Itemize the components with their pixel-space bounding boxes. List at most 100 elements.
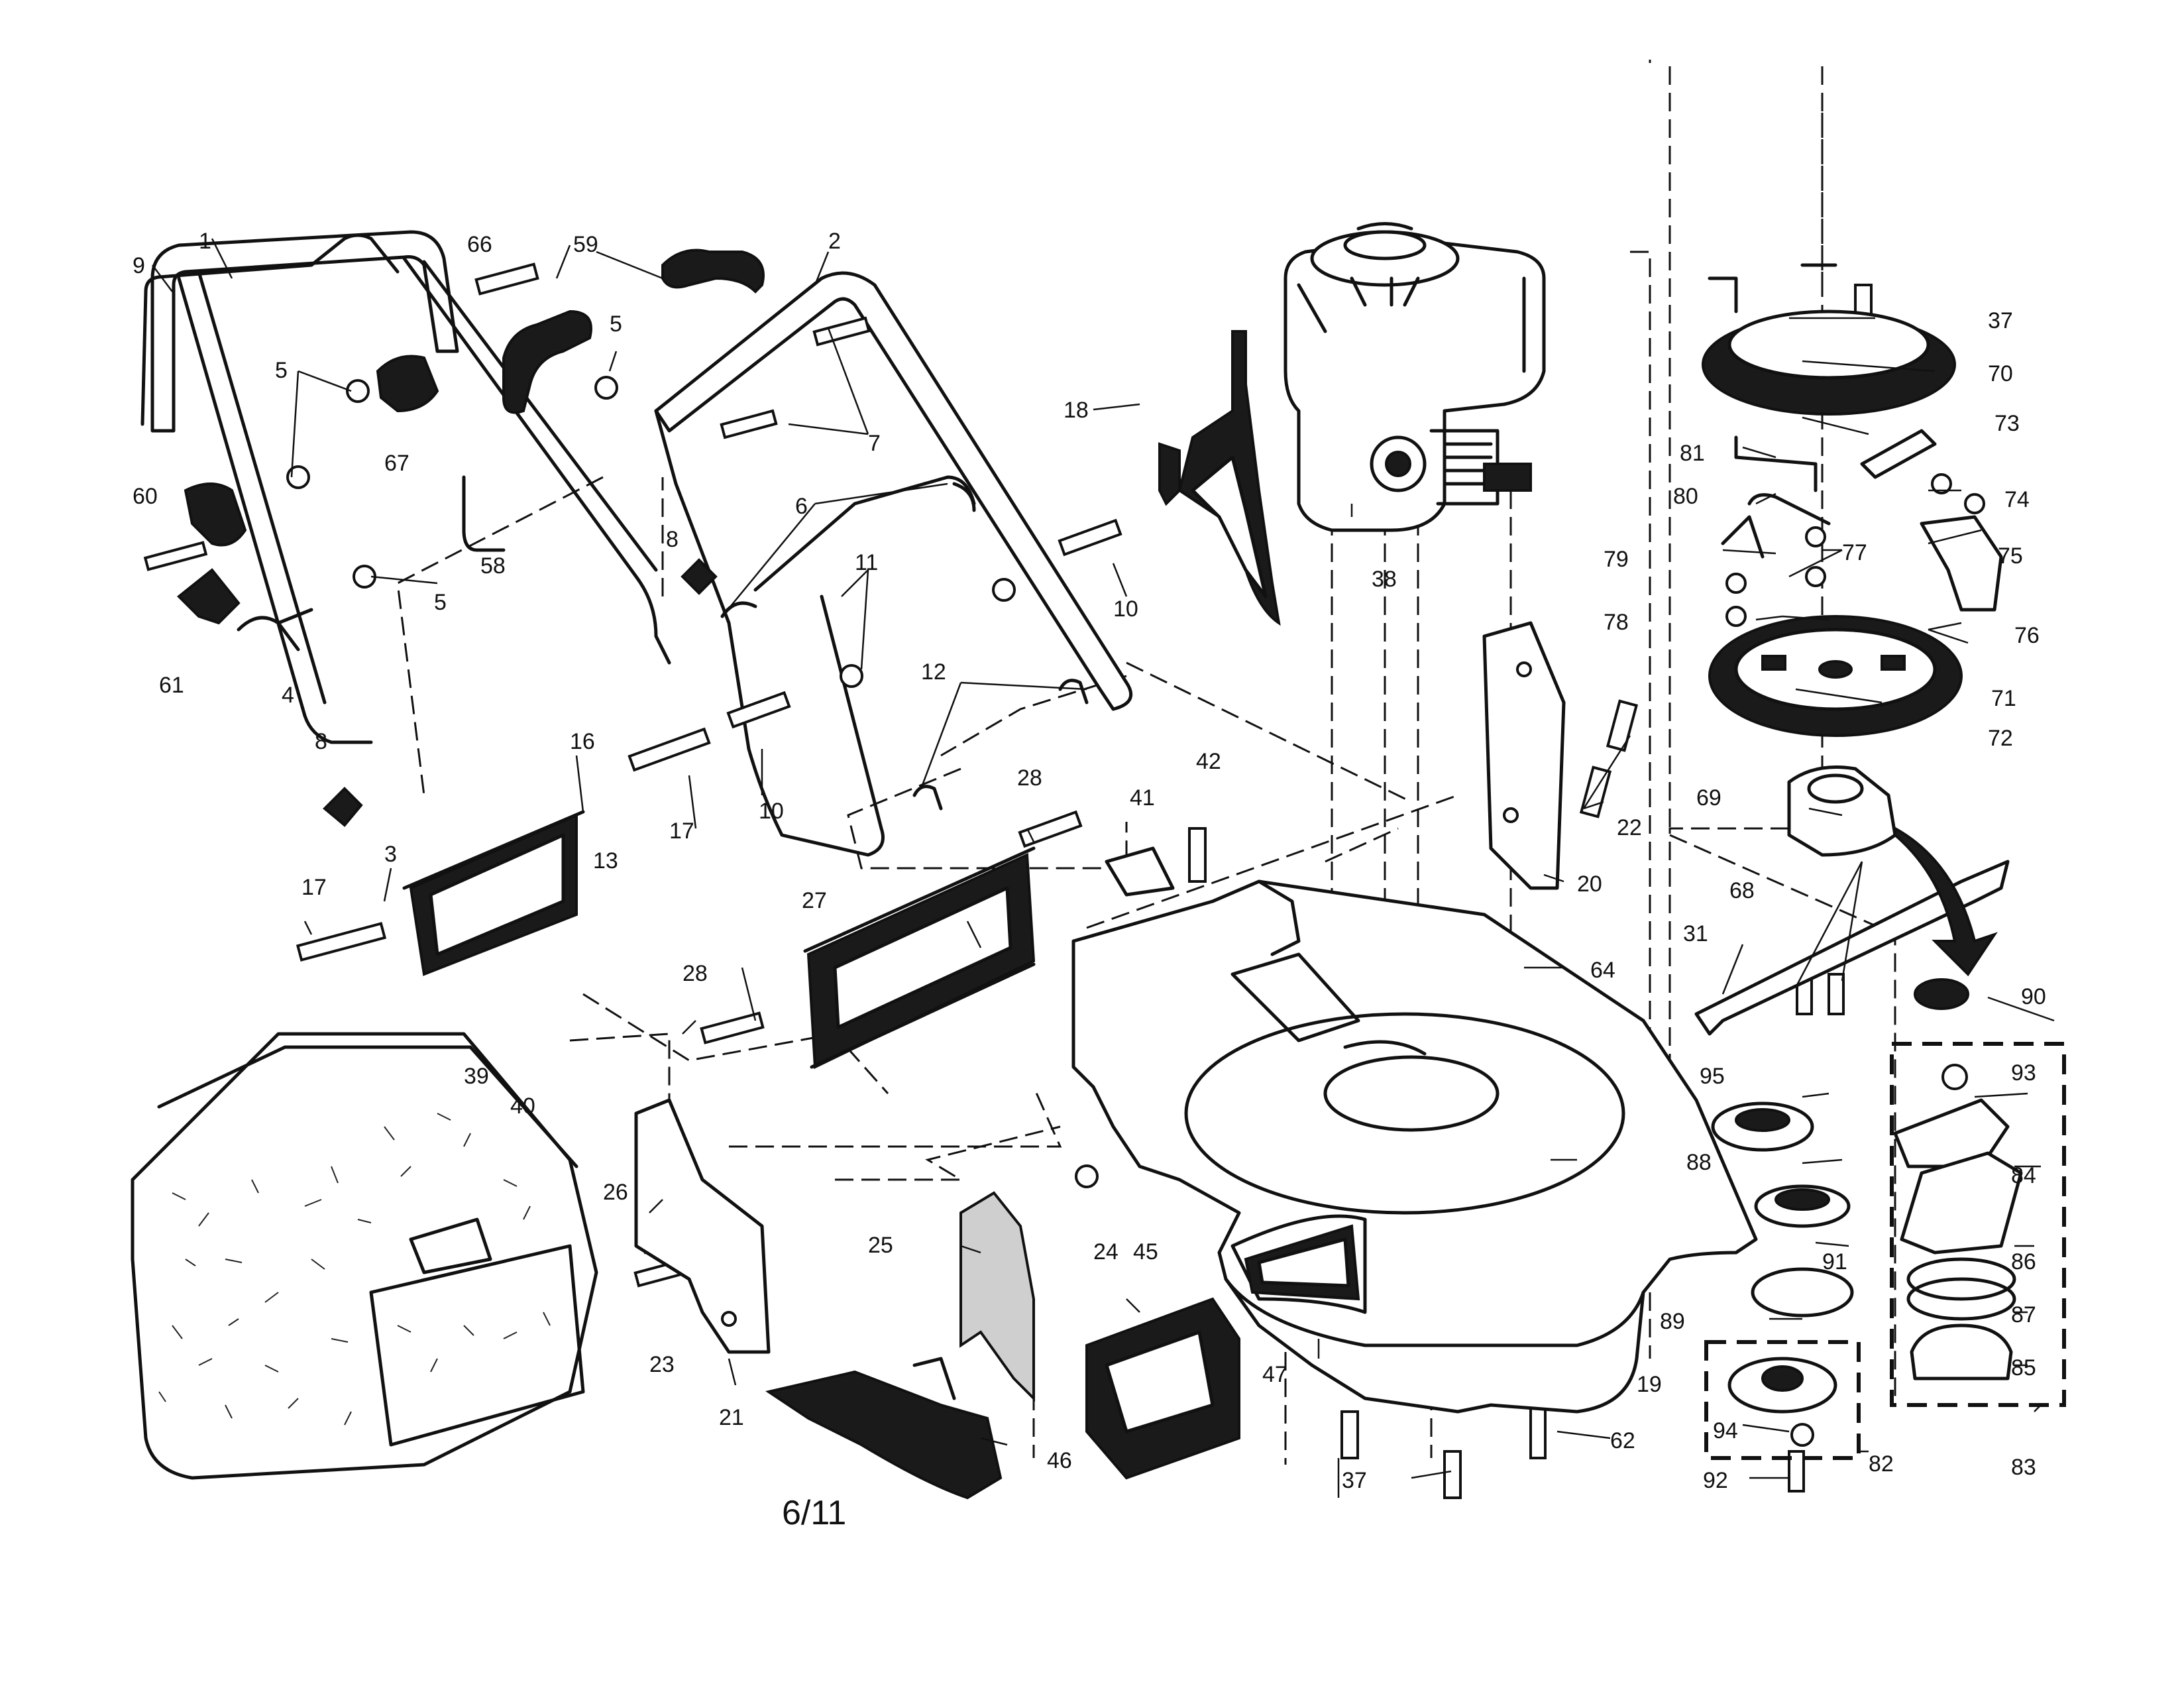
callout-61: 61 [159,673,184,698]
callout-8a: 8 [666,527,679,552]
callout-68: 68 [1729,878,1755,903]
callout-3: 3 [384,842,397,867]
callout-79: 79 [1604,547,1629,572]
callout-10a: 10 [1113,596,1138,622]
callout-31: 31 [1683,921,1708,946]
callout-26: 26 [603,1180,628,1205]
page-number: 6/11 [782,1494,846,1532]
callout-71: 71 [1991,686,2016,711]
callout-41: 41 [1130,785,1155,811]
callout-2: 2 [828,229,841,254]
callout-88: 88 [1686,1150,1712,1175]
callout-66: 66 [467,232,492,257]
callout-9: 9 [133,253,145,278]
leader-lines [152,238,2055,1498]
mower-deck-19 [1071,879,1758,1414]
callout-62: 62 [1610,1428,1635,1453]
callout-92: 92 [1703,1468,1728,1493]
callout-83: 83 [2011,1455,2036,1480]
callout-11: 11 [855,550,878,575]
rear-door-27 [803,846,1036,1070]
height-bracket-21 [634,1098,771,1354]
callout-17b: 17 [301,875,327,900]
assembly-dash-lines [396,60,1896,1465]
drive-cover-70 [1702,263,1956,416]
callout-59: 59 [573,232,598,257]
callout-37a: 37 [1988,308,2013,333]
callout-7: 7 [868,431,881,456]
height-adjusters [177,355,718,827]
discharge-chute-45 [1085,1297,1240,1480]
callout-20: 20 [1577,872,1602,897]
rotation-arrow [1894,826,1998,977]
callout-18: 18 [1064,398,1089,423]
callout-1: 1 [199,229,211,254]
rear-deflector-16 [402,810,585,976]
callout-8b: 8 [315,729,327,754]
callout-80: 80 [1673,484,1698,509]
callout-37b: 37 [1342,1468,1367,1493]
callout-90: 90 [2021,984,2046,1009]
callout-77: 77 [1842,540,1867,565]
blade-adapter-69 [1787,765,1897,857]
handle-bail-9 [140,233,400,426]
hardware-parts [143,262,1985,1499]
callout-16: 16 [570,729,595,754]
callout-6: 6 [795,494,808,519]
callout-24: 24 [1093,1239,1119,1265]
drive-kit-83 [1890,1042,2066,1407]
callout-5a: 5 [275,358,288,383]
callout-39: 39 [464,1064,489,1089]
upper-handle-1 [150,230,671,744]
callout-64: 64 [1590,958,1615,983]
brake-components [1721,429,2003,612]
callout-74: 74 [2004,487,2030,512]
callout-91: 91 [1822,1249,1847,1274]
blade-31 [1694,860,2010,1036]
callout-45: 45 [1133,1239,1158,1265]
callout-87: 87 [2011,1302,2036,1327]
callout-58: 58 [480,553,506,579]
engine-38 [1283,222,1546,532]
mulch-plate-46 [765,1357,1003,1500]
callout-28a: 28 [1017,765,1042,791]
deflector-18 [1158,330,1281,626]
deflector-25 [959,1191,1035,1402]
callout-84: 84 [2011,1163,2036,1188]
lower-handle-2 [654,271,1133,857]
callout-23: 23 [649,1352,675,1377]
callout-46: 46 [1047,1448,1072,1473]
callout-47: 47 [1262,1362,1287,1387]
callout-95: 95 [1700,1064,1725,1089]
vent-cover-41 [1105,846,1175,897]
callout-4: 4 [282,683,294,708]
callout-89: 89 [1660,1309,1685,1334]
callout-22: 22 [1617,815,1642,840]
callout-67: 67 [384,451,410,476]
callout-13: 13 [593,848,618,873]
callout-5b: 5 [610,311,622,337]
callout-86: 86 [2011,1249,2036,1274]
callout-labels: 1 2 3 4 5 5 5 6 7 8 8 9 10 10 11 12 13 1… [133,229,2046,1493]
callout-70: 70 [1988,361,2013,386]
callout-21: 21 [719,1405,744,1430]
callout-81: 81 [1680,441,1705,466]
grass-bag-39-40 [131,1032,598,1480]
gear-housings [1711,978,1969,1318]
callout-19: 19 [1637,1372,1662,1397]
callout-38: 38 [1372,567,1397,592]
callout-25: 25 [868,1233,893,1258]
callout-78: 78 [1604,610,1629,635]
callout-72: 72 [1988,726,2013,751]
callout-10b: 10 [759,799,784,824]
callout-85: 85 [2011,1355,2036,1380]
callout-94: 94 [1713,1418,1738,1443]
handle-grip-59 [502,249,765,414]
callout-17a: 17 [669,818,694,844]
callout-60: 60 [133,484,158,509]
callout-93: 93 [2011,1060,2036,1086]
callout-76: 76 [2014,623,2040,648]
callout-5c: 5 [434,590,447,615]
height-bracket-20 [1482,621,1566,890]
